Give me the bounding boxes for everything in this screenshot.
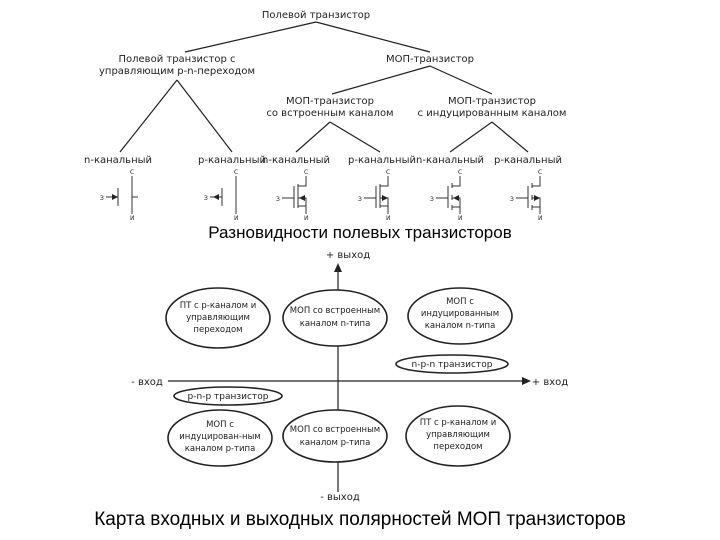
- pnp-label: p-n-p транзистор: [188, 392, 269, 402]
- pin-d: С: [458, 169, 462, 176]
- npn-oval: [395, 354, 509, 374]
- q1-line2: управляющим: [186, 313, 250, 323]
- caption-top: Разновидности полевых транзисторов: [208, 223, 512, 242]
- pin-s: И: [130, 215, 135, 222]
- q6-line1: ПТ с p-каналом и: [420, 418, 497, 428]
- edge-induced-p: [491, 121, 529, 153]
- edge-root-jfet: [184, 21, 317, 53]
- transistor-symbol-mos-induced-p-icon: С З И: [510, 169, 543, 222]
- leaf-5-label: n-канальный: [416, 155, 484, 166]
- transistor-symbol-jfet-p-icon: С З И: [204, 169, 239, 222]
- axis-left-label: - вход: [131, 377, 163, 388]
- q6-line2: управляющим: [426, 430, 490, 440]
- q3-line1: МОП с: [446, 297, 474, 307]
- edge-induced-n: [449, 121, 493, 153]
- edge-mos-induced: [429, 65, 493, 95]
- transistor-symbol-jfet-n-icon: С З И: [100, 169, 138, 222]
- q5-line2: каналом p-типа: [300, 438, 371, 448]
- q5-line1: МОП со встроенным: [290, 425, 380, 435]
- pin-g: З: [100, 195, 104, 202]
- q4-line1: МОП с: [206, 420, 234, 430]
- edge-root-mos: [315, 21, 431, 53]
- pin-d: С: [386, 169, 390, 176]
- npn-label: n-p-n транзистор: [412, 360, 493, 370]
- axis-right-label: + вход: [532, 377, 568, 388]
- classification-tree: Полевой транзистор Полевой транзистор с …: [84, 10, 566, 222]
- caption-bottom: Карта входных и выходных полярностей МОП…: [94, 509, 626, 530]
- pin-g: З: [430, 196, 434, 203]
- pin-s: И: [538, 215, 543, 222]
- pin-d: С: [304, 169, 308, 176]
- pin-s: И: [458, 215, 463, 222]
- tree-root-label: Полевой транзистор: [262, 10, 370, 21]
- pin-d: С: [538, 169, 542, 176]
- q4-line2: индуцирован-ным: [179, 432, 260, 442]
- input-axis-arrow-icon: [522, 377, 531, 385]
- pin-s: И: [234, 215, 239, 222]
- q3-line2: индуцированным: [421, 309, 499, 319]
- transistor-symbol-mos-builtin-n-icon: С З И: [276, 169, 309, 222]
- pin-d: С: [130, 169, 134, 176]
- oval-jfet-p-lower: [405, 405, 511, 467]
- q1-line3: переходом: [193, 325, 242, 335]
- leaf-6-label: p-канальный: [494, 155, 562, 166]
- oval-mos-induced-p: [167, 409, 273, 467]
- tree-builtin-line2: со встроенным каналом: [266, 108, 393, 119]
- oval-mos-induced-n: [407, 287, 513, 345]
- oval-mos-builtin-n: [282, 289, 388, 347]
- pnp-oval: [173, 386, 283, 406]
- edge-jfet-n: [119, 79, 178, 153]
- axis-down-label: - выход: [320, 492, 360, 503]
- q4-line3: каналом p-типа: [185, 444, 256, 454]
- tree-builtin-line1: МОП-транзистор: [286, 96, 374, 107]
- tree-induced-line1: МОП-транзистор: [448, 96, 536, 107]
- pin-s: И: [386, 215, 391, 222]
- edge-builtin-p: [329, 121, 381, 153]
- pin-g: З: [204, 195, 208, 202]
- leaf-1-label: n-канальный: [84, 155, 152, 166]
- q1-line1: ПТ с p-каналом и: [180, 301, 257, 311]
- q3-line3: каналом n-типа: [425, 321, 496, 331]
- transistor-symbol-mos-builtin-p-icon: С З И: [358, 169, 391, 222]
- pin-g: З: [510, 196, 514, 203]
- axis-up-label: + выход: [326, 250, 370, 261]
- tree-jfet-line2: управляющим p-n-переходом: [99, 66, 255, 77]
- leaf-3-label: n-канальный: [262, 155, 330, 166]
- leaf-4-label: p-канальный: [348, 155, 416, 166]
- tree-induced-line2: с индуцированным каналом: [418, 108, 567, 119]
- output-axis-arrow-icon: [334, 263, 342, 272]
- edge-jfet-p: [176, 79, 233, 153]
- pin-g: З: [358, 196, 362, 203]
- leaf-2-label: p-канальный: [198, 155, 266, 166]
- tree-jfet-line1: Полевой транзистор с: [119, 54, 236, 65]
- polarity-map: + выход - выход - вход + вход n-p-n тран…: [131, 250, 568, 503]
- q2-line2: каналом n-типа: [300, 319, 371, 329]
- pin-s: И: [304, 215, 309, 222]
- transistor-symbol-mos-induced-n-icon: С З И: [430, 169, 463, 222]
- q6-line3: переходом: [433, 442, 482, 452]
- oval-jfet-p-upper: [165, 287, 271, 349]
- oval-mos-builtin-p: [282, 409, 388, 463]
- edge-builtin-n: [295, 121, 331, 153]
- tree-mos-label: МОП-транзистор: [386, 54, 474, 65]
- edge-mos-builtin: [331, 65, 431, 95]
- pin-g: З: [276, 196, 280, 203]
- q2-line1: МОП со встроенным: [290, 306, 380, 316]
- pin-d: С: [234, 169, 238, 176]
